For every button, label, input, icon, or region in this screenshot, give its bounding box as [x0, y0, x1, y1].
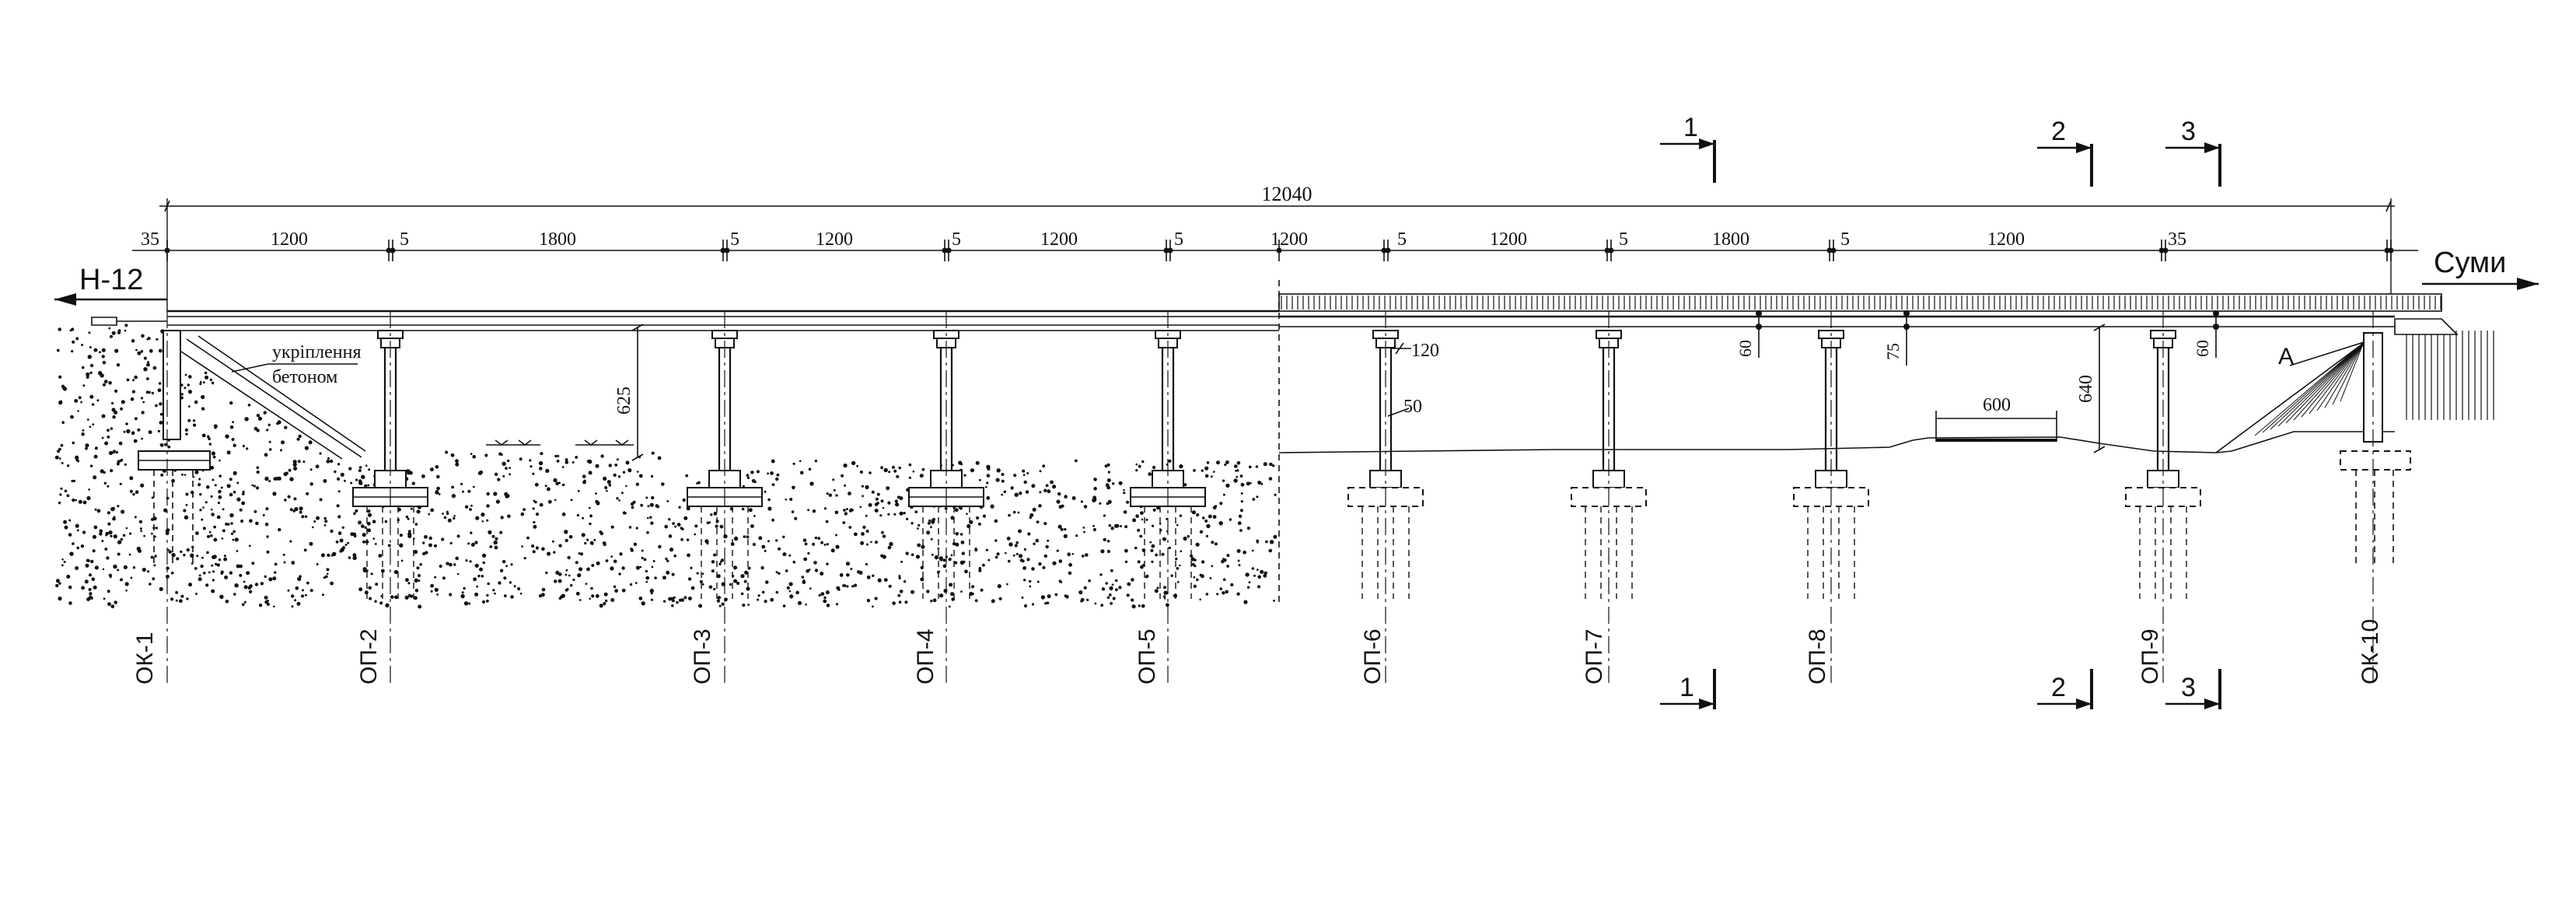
- span-label: 5: [730, 229, 739, 250]
- span-label: 1200: [816, 229, 853, 250]
- section-label: 2: [2051, 673, 2066, 702]
- support-label: ОК-10: [2358, 619, 2383, 684]
- span-dimensions: 35 1200 5 1800 5 1200 5 1200 5 1200 5 12…: [132, 198, 2418, 311]
- node-a: А: [2278, 341, 2365, 369]
- soil-fill-left: [54, 319, 1279, 609]
- support-axes: [166, 311, 2374, 684]
- span-label: 5: [952, 229, 961, 250]
- span-label: 35: [2168, 229, 2186, 250]
- concrete-annotation: укріплення бетоном: [231, 342, 362, 387]
- clearance-left-value: 625: [614, 387, 634, 415]
- section-label: 1: [1679, 673, 1694, 702]
- abutment-right-piles: [2394, 318, 2494, 420]
- support-label: ОП-9: [2137, 628, 2163, 684]
- section-mark-1-top: 1: [1660, 113, 1716, 183]
- section-mark-3-bottom: 3: [2165, 669, 2221, 709]
- section-label: 3: [2181, 117, 2196, 146]
- span-label: 1200: [1490, 229, 1527, 250]
- support-label: ОП-8: [1805, 628, 1830, 684]
- embankment-slope-right: [2215, 338, 2371, 453]
- deck-hatch: [1281, 296, 2441, 310]
- overall-dimension-value: 12040: [1262, 183, 1312, 205]
- span-label: 5: [1174, 229, 1183, 250]
- arrow-left-icon: [54, 293, 76, 306]
- ground-profile-right: [1278, 431, 2395, 453]
- span-label: 35: [141, 229, 159, 250]
- node-label: А: [2278, 344, 2294, 369]
- section-mark-2-top: 2: [2037, 117, 2093, 187]
- support-label: ОП-5: [1134, 628, 1160, 684]
- clearance-right-value: 640: [2076, 375, 2096, 403]
- direction-left: Н-12: [54, 264, 167, 306]
- arrow-right-icon: [2517, 278, 2539, 290]
- annotation-line-2: бетоном: [272, 367, 337, 387]
- support-label: ОП-3: [690, 628, 715, 684]
- section-mark-3-top: 3: [2165, 117, 2221, 187]
- culvert-dim: 600: [1935, 395, 2057, 442]
- section-mark-1-bottom: 1: [1660, 669, 1716, 709]
- direction-right: Суми: [2422, 247, 2539, 290]
- deck-left: [91, 310, 1279, 331]
- support-label: ОП-2: [356, 628, 382, 684]
- span-label: 5: [1397, 229, 1407, 250]
- span-label: 1800: [1712, 229, 1749, 250]
- direction-right-label: Суми: [2434, 247, 2506, 279]
- beam-height-b: 75: [1883, 343, 1903, 360]
- pier-detail-dims: 120 50: [1387, 341, 1439, 417]
- embankment-slope-left: [166, 341, 343, 460]
- section-label: 2: [2051, 117, 2066, 146]
- span-label: 1200: [1987, 229, 2025, 250]
- span-label: 1200: [1271, 229, 1308, 250]
- span-label: 5: [1840, 229, 1850, 250]
- culvert-width-value: 600: [1983, 395, 2011, 415]
- clearance-right: 640: [2076, 324, 2106, 453]
- span-ticks: [164, 198, 2394, 311]
- span-label: 1800: [539, 229, 576, 250]
- annotation-line-1: укріплення: [272, 342, 362, 362]
- support-label: ОП-4: [913, 628, 938, 684]
- span-label: 1200: [271, 229, 308, 250]
- span-label: 1200: [1040, 229, 1078, 250]
- span-label: 5: [400, 229, 409, 250]
- abutment-ok10: [2340, 318, 2494, 568]
- section-label: 1: [1683, 113, 1698, 142]
- beam-height-dims: 60 75 60: [1735, 310, 2219, 366]
- section-label: 3: [2181, 673, 2196, 702]
- support-label: ОП-6: [1360, 628, 1386, 684]
- overall-dimension: 12040: [159, 183, 2395, 212]
- pier-top-value: 120: [1411, 341, 1439, 361]
- beam-height-c: 60: [2193, 340, 2212, 357]
- approach-slab-left: [91, 317, 117, 326]
- embankment-reinforcement: [186, 335, 366, 458]
- deck-right: [1278, 293, 2442, 327]
- clearance-left: 625: [614, 324, 644, 461]
- support-label: ОП-7: [1582, 628, 1607, 684]
- slope-hatch-right: [2254, 341, 2365, 436]
- section-mark-2-bottom: 2: [2037, 669, 2093, 709]
- support-label: ОК-1: [132, 632, 158, 685]
- direction-left-label: Н-12: [79, 264, 143, 296]
- terrain-marks: [486, 439, 634, 446]
- span-label: 5: [1619, 229, 1628, 250]
- pier-width-value: 50: [1403, 397, 1422, 417]
- beam-height-a: 60: [1735, 340, 1755, 357]
